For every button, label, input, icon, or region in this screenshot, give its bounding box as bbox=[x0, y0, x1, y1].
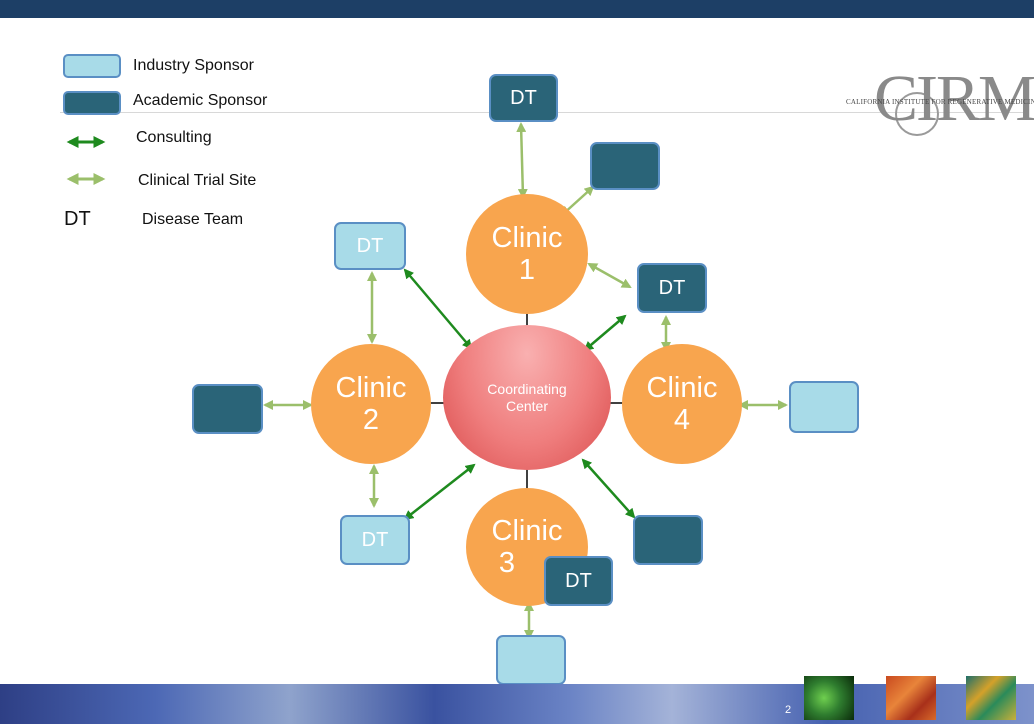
clinic-1-label: Clinic bbox=[491, 222, 563, 254]
page-number: 2 bbox=[785, 704, 792, 716]
clinic3-dt-box: DT bbox=[544, 556, 613, 606]
clinic-1-number: 1 bbox=[518, 254, 536, 286]
legend-industry-label: Industry Sponsor bbox=[133, 57, 254, 74]
bottom-right-academic-box bbox=[633, 515, 703, 565]
site-arrow-top-dt bbox=[516, 122, 528, 199]
clinic-3-label: Clinic bbox=[491, 515, 563, 547]
clinic-4: Clinic 4 bbox=[622, 344, 742, 464]
cirm-logo: CIRM bbox=[874, 62, 1034, 135]
consulting-arrow-right-dt bbox=[583, 314, 627, 352]
clinic-1: Clinic 1 bbox=[466, 194, 588, 314]
tissue-thumbnail-green-icon bbox=[804, 676, 854, 720]
tissue-thumbnail-teal-icon bbox=[966, 676, 1016, 720]
legend-academic-label: Academic Sponsor bbox=[133, 92, 268, 109]
clinic-2-number: 2 bbox=[362, 404, 380, 436]
legend-consulting-label: Consulting bbox=[136, 129, 212, 146]
consulting-arrow-left-dt bbox=[403, 268, 473, 350]
footer-image-band bbox=[0, 684, 1034, 724]
clinic-2-label: Clinic bbox=[335, 372, 407, 404]
coordinating-center: Coordinating Center bbox=[443, 325, 611, 470]
site-arrow-clinic1-dt bbox=[587, 262, 632, 289]
cirm-logo-text: CALIFORNIA INSTITUTE FOR REGENERATIVE ME… bbox=[846, 98, 1034, 106]
legend-industry-swatch bbox=[63, 54, 121, 78]
legend-trial-site-label: Clinical Trial Site bbox=[138, 172, 257, 189]
top-right-academic-box bbox=[590, 142, 660, 190]
consulting-arrow-bottom-left-dt bbox=[403, 463, 476, 521]
tissue-thumbnail-orange-icon bbox=[886, 676, 936, 720]
left-academic-box bbox=[192, 384, 263, 434]
left-dt-box: DT bbox=[334, 222, 406, 270]
right-dt-box: DT bbox=[637, 263, 707, 313]
clinic-2: Clinic 2 bbox=[311, 344, 431, 464]
cirm-seal-icon bbox=[895, 92, 939, 136]
title-bar bbox=[0, 0, 1034, 18]
top-dt-box: DT bbox=[489, 74, 558, 122]
clinic-4-number: 4 bbox=[673, 404, 691, 436]
legend-dt-abbrev: DT bbox=[64, 208, 91, 230]
legend-academic-swatch bbox=[63, 91, 121, 115]
clinic-3: Clinic 3 bbox=[466, 488, 588, 606]
clinic-4-label: Clinic bbox=[646, 372, 718, 404]
right-industry-box bbox=[789, 381, 859, 433]
clinic-3-number: 3 bbox=[498, 547, 516, 579]
bottom-left-dt-box: DT bbox=[340, 515, 410, 565]
center-line1: Coordinating bbox=[487, 380, 567, 397]
consulting-arrow-bottom-right bbox=[581, 458, 636, 519]
legend-dt-label: Disease Team bbox=[142, 211, 244, 228]
bottom-industry-box bbox=[496, 635, 566, 685]
center-line2: Center bbox=[505, 397, 549, 414]
